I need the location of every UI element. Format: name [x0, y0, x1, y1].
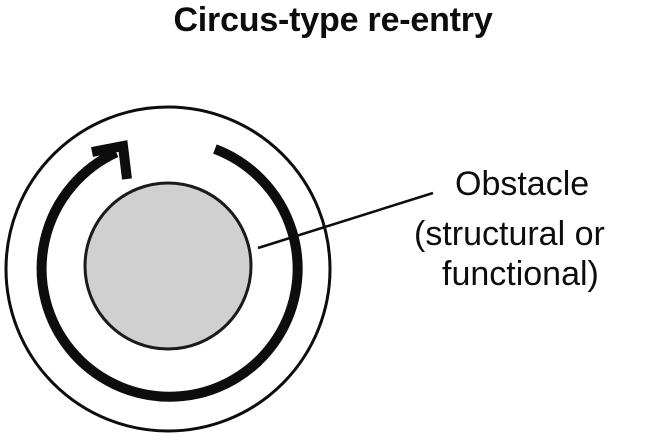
obstacle-label-line-1: Obstacle: [455, 165, 590, 203]
circulating-wavefront-arc: [36, 144, 303, 402]
page-title: Circus-type re-entry: [173, 1, 493, 39]
obstacle-label-line-2: (structural or: [414, 215, 605, 253]
outer-tissue-boundary-circle: [4, 105, 332, 433]
obstacle-leader-line: [257, 191, 434, 250]
obstacle-label-line-3: functional): [442, 255, 599, 293]
central-obstacle-disc: [83, 181, 253, 351]
wavefront-direction-arrowhead: [91, 140, 132, 180]
